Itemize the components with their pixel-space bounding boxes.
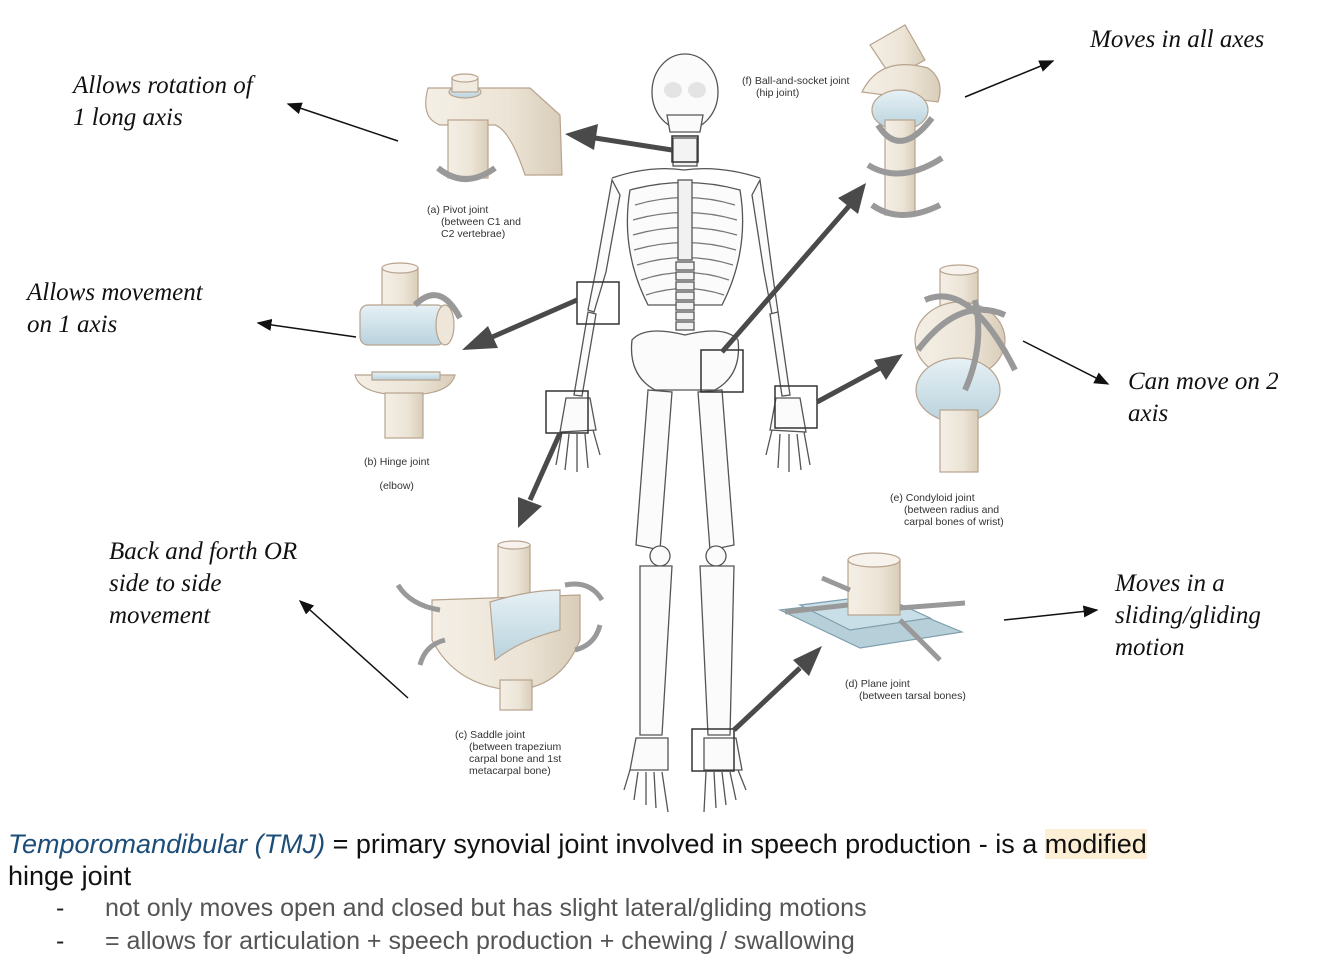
caption-condyloid-title: (e) Condyloid joint [890,492,975,504]
caption-hinge-title: (b) Hinge joint [364,456,430,468]
skeleton-figure [555,53,811,813]
highlighted-word: modified [1044,829,1147,859]
caption-plane-title: (d) Plane joint [845,678,910,690]
plane-joint-illustration [777,552,966,662]
pointer-arrows [462,124,903,732]
annotation-pivot: Allows rotation of 1 long axis [73,72,253,131]
tmj-term: Temporomandibular (TMJ) [8,829,326,859]
caption-pivot: (a) Pivot joint (between C1 and C2 verte… [427,192,521,252]
bullet-text: not only moves open and closed but has s… [105,894,867,922]
tmj-summary: Temporomandibular (TMJ) = primary synovi… [8,828,1308,958]
ankle-box [691,728,735,772]
tmj-definition: = primary synovial joint involved in spe… [325,829,1045,859]
annotation-ball-socket: Moves in all axes [1090,26,1265,53]
elbow-box [576,281,620,325]
bullet-text: = allows for articulation + speech produ… [105,927,855,955]
tmj-definition-line: Temporomandibular (TMJ) = primary synovi… [8,828,1308,860]
pivot-joint-illustration [425,73,563,182]
saddle-joint-illustration [395,540,605,711]
caption-ball-socket: (f) Ball-and-socket joint (hip joint) [742,63,849,111]
wrist-box [774,385,818,429]
caption-condyloid-detail: (between radius and carpal bones of wris… [904,504,1004,528]
thumb-box [545,390,589,434]
caption-pivot-detail: (between C1 and C2 vertebrae) [441,216,521,240]
caption-saddle-title: (c) Saddle joint [455,729,526,741]
bullet-dash: - [56,894,65,922]
annotation-condyloid: Can move on 2 axis [1128,368,1279,427]
bullet-item: - = allows for articulation + speech prod… [8,925,1308,958]
annotation-arrows [256,60,1110,699]
bullet-dash: - [56,927,65,955]
caption-saddle-detail: (between trapezium carpal bone and 1st m… [469,741,562,777]
caption-ball-socket-detail: (hip joint) [756,87,800,99]
tmj-definition-continuation: hinge joint [8,861,132,891]
condyloid-joint-illustration [914,264,1018,473]
caption-pivot-title: (a) Pivot joint [427,204,489,216]
bullet-item: - not only moves open and closed but has … [8,892,1308,925]
pelvis [630,330,740,391]
ball-socket-joint-illustration [861,24,944,218]
caption-hinge: (b) Hinge joint (elbow) [364,444,429,492]
annotation-plane: Moves in a sliding/gliding motion [1115,570,1261,661]
annotation-hinge: Allows movement on 1 axis [27,279,203,338]
caption-saddle: (c) Saddle joint (between trapezium carp… [455,717,561,789]
caption-condyloid: (e) Condyloid joint (between radius and … [890,480,1004,540]
caption-plane: (d) Plane joint (between tarsal bones) [845,666,966,714]
caption-ball-socket-title: (f) Ball-and-socket joint [742,75,850,87]
annotation-saddle: Back and forth OR side to side movement [109,538,298,629]
caption-hinge-detail: (elbow) [379,480,414,492]
caption-plane-detail: (between tarsal bones) [859,690,966,702]
hinge-joint-illustration [354,262,463,439]
